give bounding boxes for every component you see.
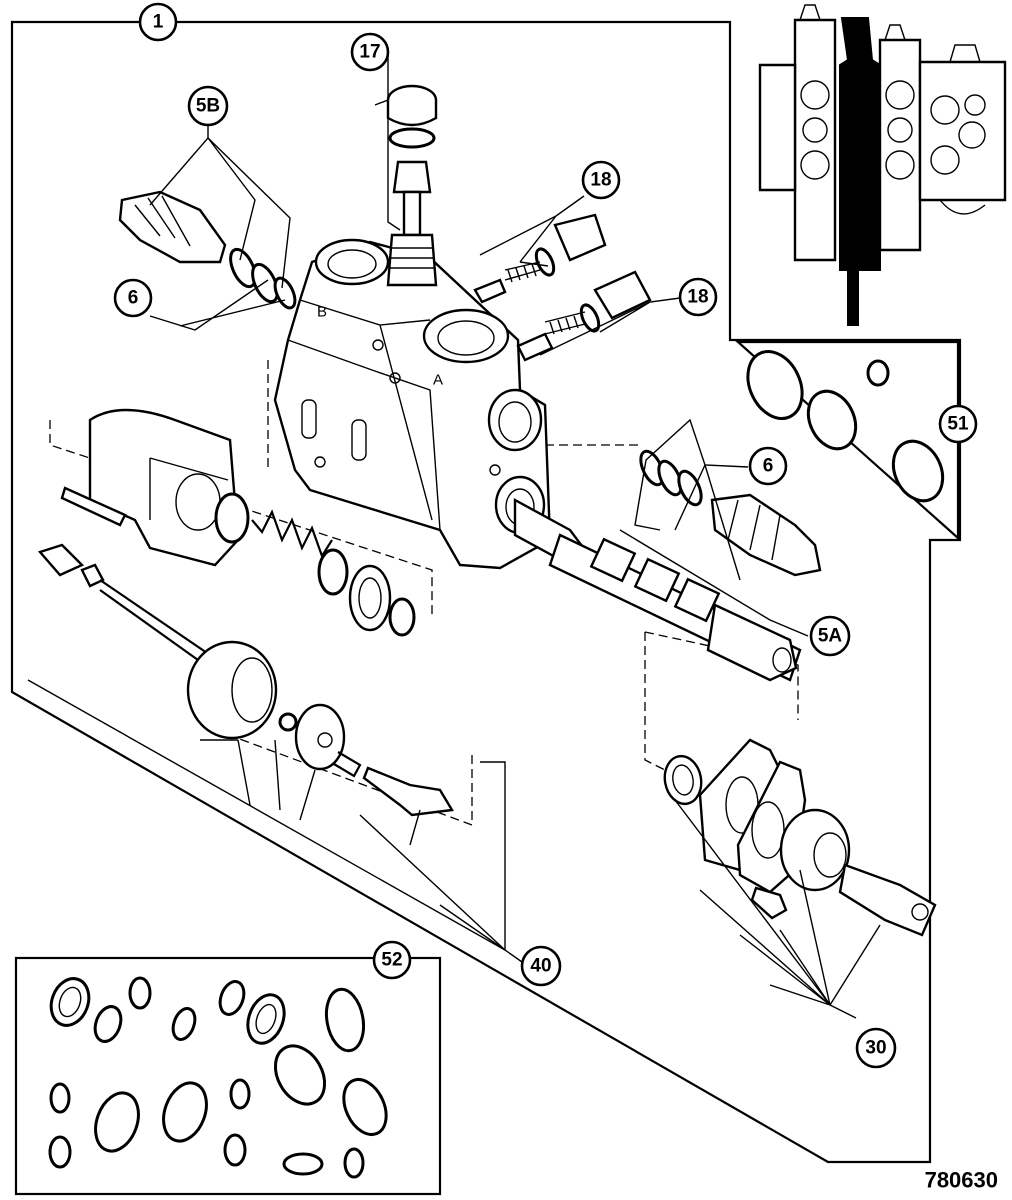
callout-18-mid: 18	[678, 277, 718, 317]
svg-text:40: 40	[530, 956, 551, 977]
svg-text:30: 30	[865, 1038, 886, 1059]
callout-6-left: 6	[113, 278, 153, 318]
port-b-label: B	[317, 304, 327, 321]
check-valve-18-lower	[516, 270, 652, 362]
port-a-label: A	[433, 372, 443, 389]
svg-text:17: 17	[359, 42, 380, 63]
spool	[513, 497, 802, 682]
svg-text:5B: 5B	[196, 96, 220, 117]
cartridge-5a	[639, 449, 822, 577]
relief-valve-17	[386, 84, 438, 287]
valve-body	[273, 238, 552, 570]
right-phantom-frame	[545, 444, 799, 771]
leader-lines	[27, 52, 881, 1019]
svg-text:5A: 5A	[818, 626, 843, 647]
callout-1: 1	[138, 2, 178, 42]
detent-solenoid	[37, 543, 454, 817]
callout-5a: 5A	[809, 615, 851, 657]
svg-text:51: 51	[947, 414, 969, 435]
figure-number: 780630	[925, 1168, 998, 1193]
end-cap-assembly	[663, 738, 937, 937]
svg-text:6: 6	[763, 456, 774, 477]
seal-kit-52-box	[14, 956, 442, 1196]
svg-text:1: 1	[153, 12, 164, 33]
seal-kit-51-rings	[746, 350, 945, 503]
cartridge-5b	[118, 190, 297, 310]
seal-kit-52-rings	[48, 976, 388, 1179]
callout-30: 30	[855, 1027, 897, 1069]
spring-cap	[60, 408, 240, 567]
callout-40: 40	[520, 945, 562, 987]
assembly-outline	[10, 20, 962, 1164]
callout-5b: 5B	[187, 85, 229, 127]
centering-spring	[214, 492, 416, 637]
callout-17: 17	[350, 32, 390, 72]
check-valve-18-upper	[473, 213, 607, 304]
callout-51: 51	[938, 404, 978, 444]
callout-52: 52	[372, 940, 412, 980]
svg-text:6: 6	[128, 288, 139, 309]
svg-text:18: 18	[590, 170, 611, 191]
svg-text:52: 52	[381, 950, 402, 971]
svg-text:18: 18	[687, 287, 708, 308]
callout-18-top: 18	[581, 160, 621, 200]
callout-6-right: 6	[748, 446, 788, 486]
valve-bank-inset	[758, 4, 1007, 326]
